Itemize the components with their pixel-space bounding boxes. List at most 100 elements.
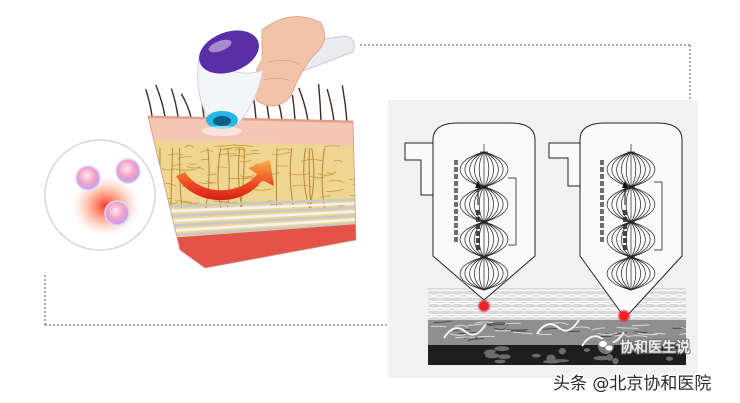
label-mark	[600, 160, 604, 165]
dermis-fiber	[349, 178, 356, 181]
device-tip-window	[213, 116, 231, 126]
cell-magnifier	[44, 139, 156, 251]
dermis-fiber	[300, 159, 323, 162]
finger-line-2	[263, 78, 295, 83]
hair	[326, 89, 335, 123]
tissue-strand	[506, 328, 528, 331]
dermis-fiber	[288, 172, 311, 176]
fascia-stripe	[148, 206, 356, 219]
deep-tissue-blob	[671, 348, 680, 353]
label-mark	[476, 224, 480, 229]
label-mark	[623, 231, 627, 236]
deep-tissue-blob	[593, 355, 611, 361]
tissue-strand	[467, 337, 485, 341]
tissue-strand	[542, 328, 557, 331]
electrode-left	[404, 122, 536, 313]
tissue-fiber	[428, 313, 686, 316]
dermis-fiber	[167, 153, 183, 156]
tissue-strand	[631, 324, 650, 327]
dermis-fiber	[234, 145, 254, 147]
tissue-strand	[597, 332, 618, 336]
label-mark	[623, 245, 627, 250]
tissue-fiber	[428, 300, 686, 303]
tissue-curl	[443, 323, 487, 339]
label-mark	[454, 209, 458, 214]
fascia-stripe	[148, 210, 356, 224]
deep-tissue-blob	[483, 350, 492, 356]
label-mark	[454, 174, 458, 179]
watermark: 协和医生说 头条 @北京协和医院	[552, 338, 713, 395]
label-mark	[623, 224, 627, 229]
tissue-fiber	[428, 293, 686, 296]
label-mark	[454, 181, 458, 186]
label-mark	[454, 223, 458, 228]
fascia-stripe	[148, 218, 356, 234]
dermis-fiber	[195, 167, 205, 171]
hair	[155, 84, 166, 118]
dermis-vessel	[309, 147, 315, 209]
label-mark	[454, 167, 458, 172]
deep-tissue-blob	[624, 346, 636, 351]
dermis-fiber	[184, 145, 194, 148]
label-mark	[623, 210, 627, 215]
deep-tissue-blob	[558, 347, 566, 355]
deep-tissue-blob	[494, 359, 506, 364]
cell-3	[104, 200, 130, 226]
dermis-vessel	[321, 147, 325, 209]
watermark-source-line: 头条 @北京协和医院	[553, 374, 711, 394]
label-mark	[454, 202, 458, 207]
dermis-fiber	[239, 159, 252, 163]
dermis-fiber	[310, 175, 325, 179]
deep-tissue-blob	[583, 348, 591, 352]
label-mark	[600, 209, 604, 214]
electrode-right	[548, 122, 683, 323]
dermis-fiber	[173, 164, 183, 166]
dermis-fiber	[222, 148, 233, 151]
device-body	[197, 57, 264, 125]
fascia-stripe	[148, 222, 356, 239]
label-mark	[476, 245, 480, 250]
dermis-vessel	[275, 147, 278, 209]
tissue-strand	[634, 330, 648, 333]
label-mark	[623, 217, 627, 222]
watermark-account-name: 协和医生说	[620, 339, 690, 356]
epidermis-layer	[148, 116, 356, 146]
dermis-fiber	[326, 171, 337, 175]
deep-tissue-blob	[665, 356, 674, 361]
cell-1	[75, 165, 101, 191]
tissue-curl	[536, 319, 580, 335]
dermis-fiber	[216, 166, 228, 169]
tip-contact-glow	[202, 126, 242, 136]
tissue-strand	[504, 322, 521, 325]
fascia-stripe	[148, 198, 356, 209]
label-mark	[454, 230, 458, 235]
label-marks-left	[454, 160, 517, 250]
dermis-fiber	[206, 180, 217, 184]
dermis-fiber	[350, 193, 356, 196]
dermis-vessel	[205, 147, 210, 209]
tissue-strand	[626, 335, 648, 338]
dermis-fiber	[324, 145, 341, 148]
focus-dot-left	[477, 299, 491, 313]
device-cap	[199, 30, 259, 74]
label-mark	[600, 174, 604, 179]
dermis-fiber	[214, 144, 237, 147]
tissue-strand	[512, 331, 533, 335]
tissue-fiber	[428, 306, 686, 310]
electrode-right-flag	[548, 142, 581, 187]
tissue-strand	[476, 335, 495, 338]
schematic-panel	[388, 100, 698, 378]
curved-arrow-icon	[176, 160, 274, 201]
dermis-fiber	[333, 159, 343, 163]
label-mark	[600, 216, 604, 221]
arrow-head	[475, 181, 481, 188]
hair	[298, 87, 309, 122]
dashed-frame	[44, 44, 691, 326]
tissue-strand	[616, 327, 639, 329]
block-outline	[147, 115, 357, 269]
electrode-left-flag	[404, 142, 434, 196]
tissue-strand	[485, 322, 506, 326]
label-mark	[454, 216, 458, 221]
dermis-fiber	[272, 151, 290, 155]
